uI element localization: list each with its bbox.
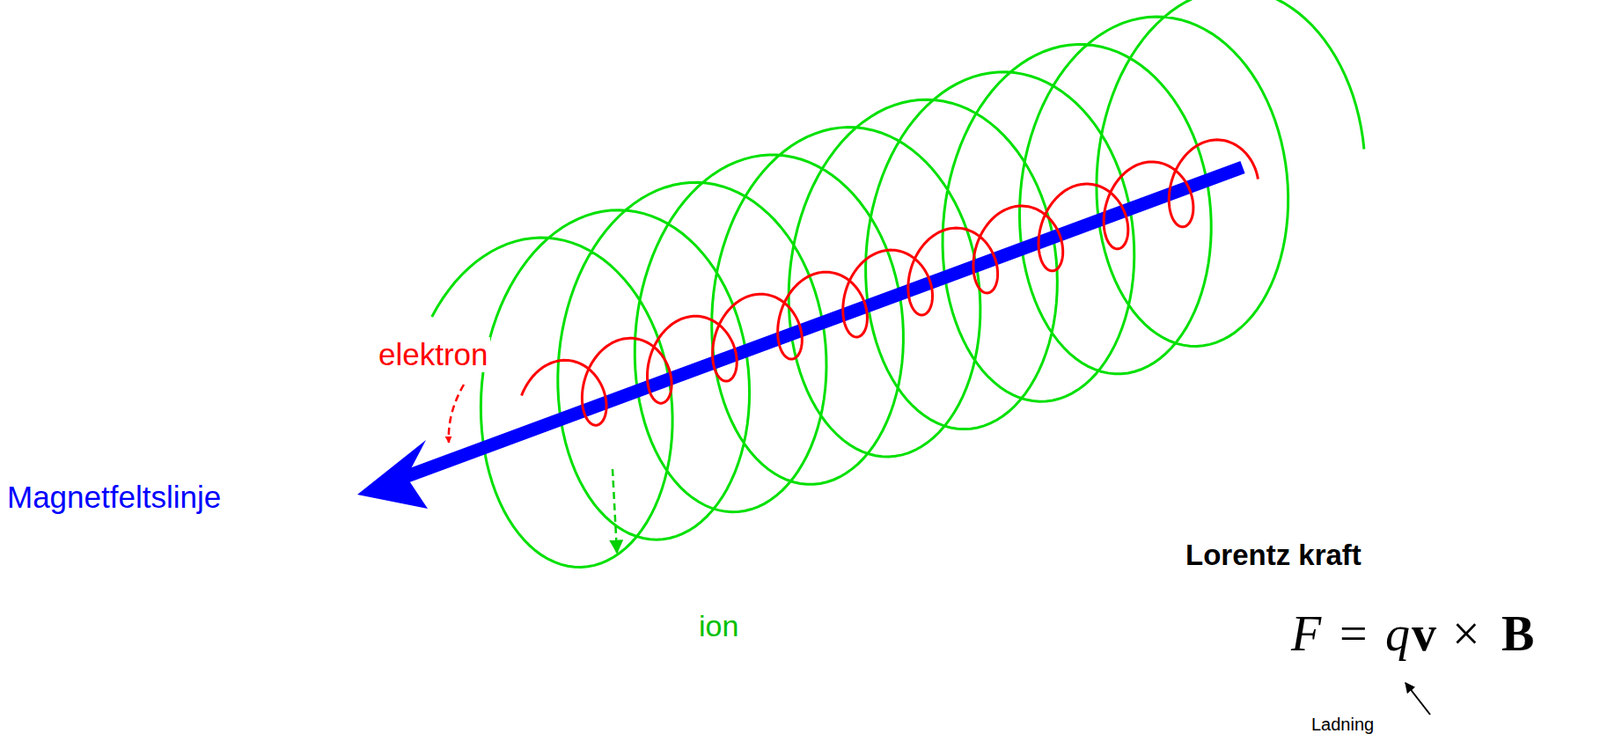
field-arrowhead (357, 440, 428, 509)
formula-symbol: F (1291, 609, 1322, 659)
ion-direction-arrow (612, 469, 617, 553)
formula-symbol: v (1411, 609, 1437, 659)
formula-title: Lorentz kraft (1183, 538, 1364, 573)
leader-line (1405, 682, 1431, 715)
electron-helix (521, 139, 1259, 426)
callout-label: Ladning (1309, 714, 1376, 735)
formula-symbol: B (1501, 609, 1534, 659)
field-line (404, 167, 1243, 478)
ion-helix (432, 0, 1365, 567)
electron-direction-arrow (448, 384, 464, 443)
formula-symbol: × (1452, 609, 1481, 659)
particle-label: ion (697, 609, 741, 644)
field-label: Magnetfeltslinje (5, 479, 223, 515)
formula-symbol: = (1339, 609, 1368, 659)
formula-symbol: q (1385, 609, 1410, 659)
particle-label: elektron (376, 337, 491, 373)
